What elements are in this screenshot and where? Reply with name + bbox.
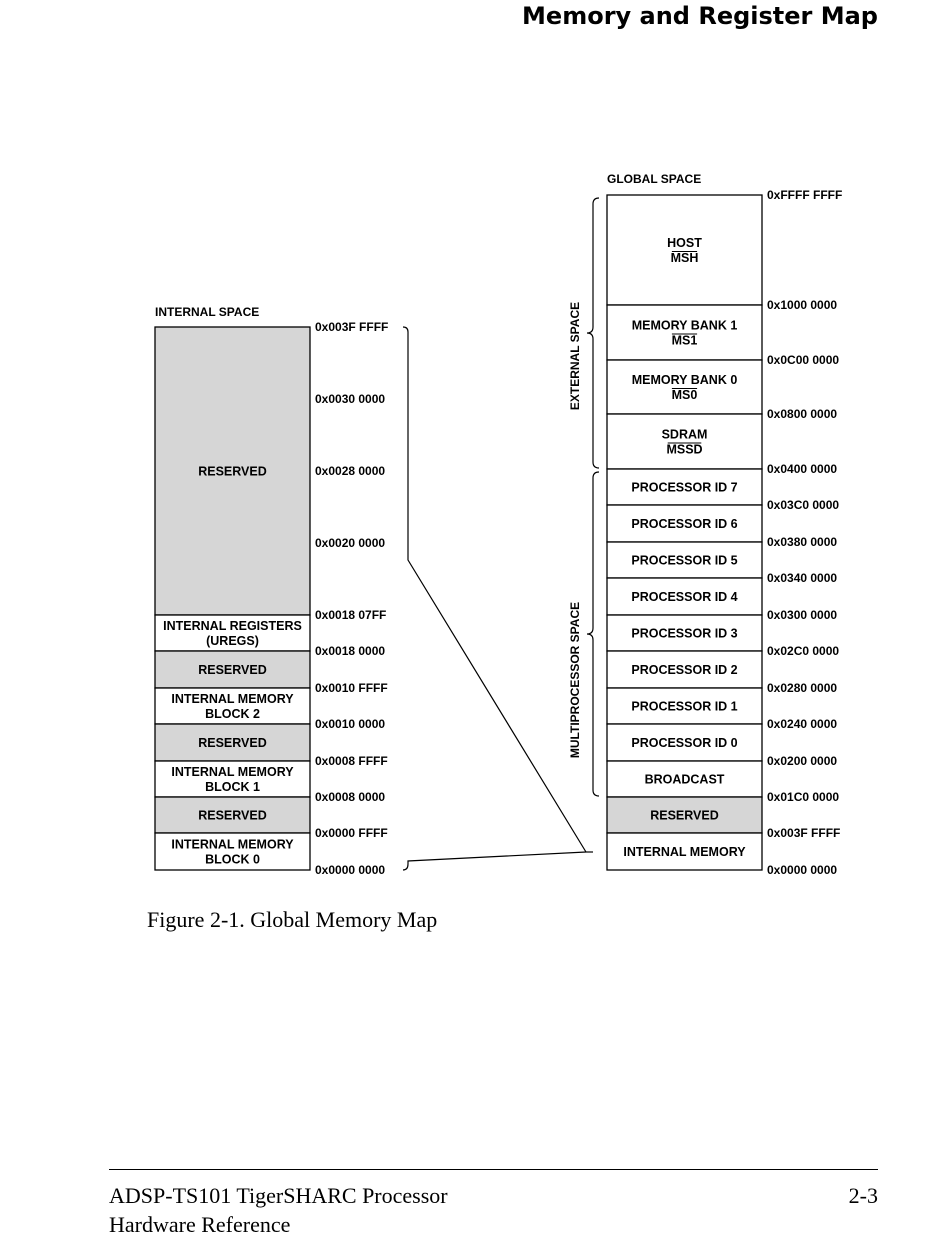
global-address-1: 0x1000 0000 [767, 298, 837, 312]
global-block-13 [606, 796, 763, 834]
multiprocessor-space-brace [586, 471, 600, 797]
internal-block-0-label: RESERVED [198, 465, 267, 479]
global-address-3: 0x0800 0000 [767, 407, 837, 421]
footer-book-title: ADSP-TS101 TigerSHARC Processor Hardware… [109, 1181, 448, 1239]
global-block-1-label: MEMORY BANK 1 [632, 319, 738, 333]
global-block-5-label: PROCESSOR ID 6 [631, 517, 737, 531]
global-address-12: 0x0200 0000 [767, 754, 837, 768]
global-block-6-label: PROCESSOR ID 5 [631, 554, 737, 568]
internal-address-9: 0x0008 0000 [315, 790, 385, 804]
global-block-5 [606, 504, 763, 543]
footer-line-1: ADSP-TS101 TigerSHARC Processor [109, 1183, 448, 1208]
global-address-7: 0x0340 0000 [767, 571, 837, 585]
global-block-12-label: BROADCAST [645, 773, 725, 787]
global-block-0-signal: MSH [671, 251, 699, 265]
internal-block-1-label-2: (UREGS) [206, 634, 259, 648]
global-block-3 [606, 413, 763, 470]
global-block-7-label: PROCESSOR ID 4 [631, 590, 737, 604]
internal-address-5: 0x0018 0000 [315, 644, 385, 658]
global-address-10: 0x0280 0000 [767, 681, 837, 695]
global-block-0-label: HOST [667, 236, 702, 250]
internal-block-7 [154, 832, 311, 871]
internal-block-5-label-1: INTERNAL MEMORY [171, 765, 294, 779]
external-space-label: EXTERNAL SPACE [568, 302, 582, 410]
internal-block-6 [154, 796, 311, 834]
global-block-8 [606, 614, 763, 652]
internal-address-3: 0x0020 0000 [315, 536, 385, 550]
global-block-14 [606, 832, 763, 871]
global-address-8: 0x0300 0000 [767, 608, 837, 622]
footer-divider [109, 1169, 878, 1170]
global-block-11 [606, 723, 763, 762]
global-block-12 [606, 760, 763, 798]
global-block-6 [606, 541, 763, 579]
global-block-11-label: PROCESSOR ID 0 [631, 736, 737, 750]
multiprocessor-space-label: MULTIPROCESSOR SPACE [568, 602, 582, 758]
global-block-3-label: SDRAM [662, 428, 708, 442]
internal-address-1: 0x0030 0000 [315, 392, 385, 406]
figure-caption: Figure 2-1. Global Memory Map [147, 907, 438, 932]
internal-space-connector-upper [402, 326, 587, 853]
internal-address-6: 0x0010 FFFF [315, 681, 388, 695]
global-block-3-signal: MSSD [666, 443, 702, 457]
global-block-14-label: INTERNAL MEMORY [623, 845, 746, 859]
global-block-0 [606, 194, 763, 306]
footer-page-number: 2-3 [848, 1183, 878, 1208]
global-address-13: 0x01C0 0000 [767, 790, 839, 804]
internal-address-2: 0x0028 0000 [315, 464, 385, 478]
global-block-7 [606, 577, 763, 616]
global-address-2: 0x0C00 0000 [767, 353, 839, 367]
internal-address-10: 0x0000 FFFF [315, 826, 388, 840]
page-header-title: Memory and Register Map [522, 2, 878, 30]
global-block-2-label: MEMORY BANK 0 [632, 373, 738, 387]
internal-block-0 [154, 326, 311, 616]
internal-block-7-label-2: BLOCK 0 [205, 853, 260, 867]
external-space-brace [586, 197, 600, 469]
global-space-title: GLOBAL SPACE [607, 172, 701, 186]
global-address-14: 0x003F FFFF [767, 826, 840, 840]
internal-block-4-label: RESERVED [198, 736, 267, 750]
internal-block-3-label-2: BLOCK 2 [205, 707, 260, 721]
global-block-4-label: PROCESSOR ID 7 [631, 481, 737, 495]
global-address-4: 0x0400 0000 [767, 462, 837, 476]
global-address-5: 0x03C0 0000 [767, 498, 839, 512]
internal-address-0: 0x003F FFFF [315, 320, 388, 334]
internal-block-2-label: RESERVED [198, 663, 267, 677]
global-address-15: 0x0000 0000 [767, 863, 837, 877]
internal-block-6-label: RESERVED [198, 809, 267, 823]
global-block-2 [606, 359, 763, 415]
internal-block-7-label-1: INTERNAL MEMORY [171, 838, 294, 852]
global-block-10-label: PROCESSOR ID 1 [631, 700, 737, 714]
internal-address-8: 0x0008 FFFF [315, 754, 388, 768]
global-address-9: 0x02C0 0000 [767, 644, 839, 658]
internal-address-4: 0x0018 07FF [315, 608, 386, 622]
internal-address-11: 0x0000 0000 [315, 863, 385, 877]
global-block-13-label: RESERVED [650, 809, 719, 823]
global-block-1 [606, 304, 763, 361]
global-block-10 [606, 687, 763, 725]
internal-block-2 [154, 650, 311, 689]
global-block-9-label: PROCESSOR ID 2 [631, 663, 737, 677]
internal-block-5-label-2: BLOCK 1 [205, 780, 260, 794]
global-address-0: 0xFFFF FFFF [767, 188, 842, 202]
footer-line-2: Hardware Reference [109, 1212, 291, 1237]
internal-address-7: 0x0010 0000 [315, 717, 385, 731]
internal-block-1-label-1: INTERNAL REGISTERS [163, 619, 302, 633]
global-memory-map-diagram: INTERNAL SPACE RESERVED INTERNAL REGISTERS… [154, 172, 842, 877]
internal-space-connector-lower [402, 851, 587, 871]
global-block-9 [606, 650, 763, 689]
global-address-11: 0x0240 0000 [767, 717, 837, 731]
internal-block-3-label-1: INTERNAL MEMORY [171, 692, 294, 706]
global-block-8-label: PROCESSOR ID 3 [631, 627, 737, 641]
global-block-2-signal: MS0 [672, 388, 698, 402]
global-address-6: 0x0380 0000 [767, 535, 837, 549]
internal-block-1 [154, 614, 311, 652]
global-block-1-signal: MS1 [672, 334, 698, 348]
internal-space-title: INTERNAL SPACE [155, 305, 259, 319]
